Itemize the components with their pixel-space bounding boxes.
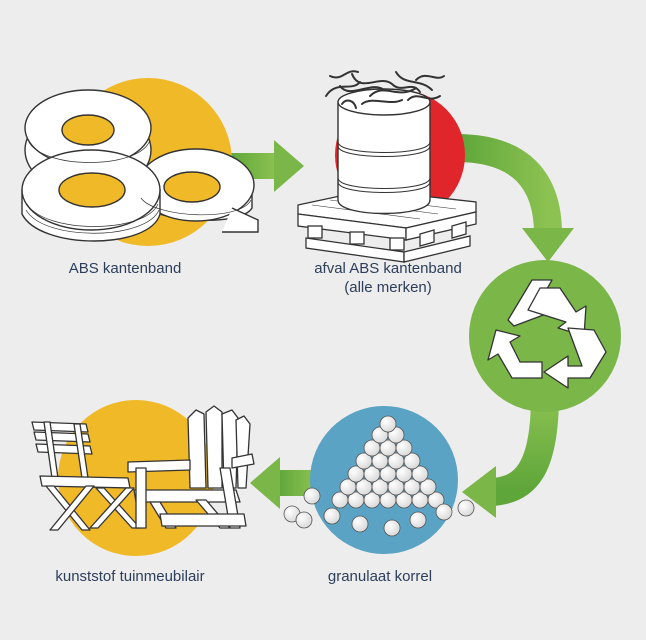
pellet — [457, 499, 475, 517]
edgeband-rolls-icon — [21, 78, 259, 246]
recycle-icon — [469, 260, 621, 412]
pellet — [411, 465, 429, 483]
pellet — [351, 515, 369, 533]
label-waste-line2: (alle merken) — [344, 279, 432, 296]
pellet — [435, 503, 453, 521]
pellet — [303, 487, 321, 505]
pellet — [323, 507, 341, 525]
arrow-waste-to-recycle — [455, 134, 574, 262]
arrow-recycle-to-granulate — [462, 394, 559, 518]
pellet — [409, 511, 427, 529]
label-waste-edgeband: afval ABS kantenband (alle merken) — [288, 259, 488, 297]
label-abs-edgeband: ABS kantenband — [68, 260, 182, 277]
pellet — [403, 452, 421, 470]
garden-furniture-icon — [31, 400, 255, 556]
label-granulate: granulaat korrel — [327, 568, 433, 585]
label-garden-furniture: kunststof tuinmeubilair — [55, 568, 205, 585]
waste-barrel-on-pallet-icon — [297, 70, 477, 263]
pellet — [419, 478, 437, 496]
pellet — [395, 439, 413, 457]
granulate-pellets-icon — [283, 406, 475, 554]
pellet — [383, 519, 401, 537]
pellet — [379, 415, 397, 433]
pellet — [427, 491, 445, 509]
pellet — [295, 511, 313, 529]
label-waste-line1: afval ABS kantenband — [314, 260, 462, 277]
